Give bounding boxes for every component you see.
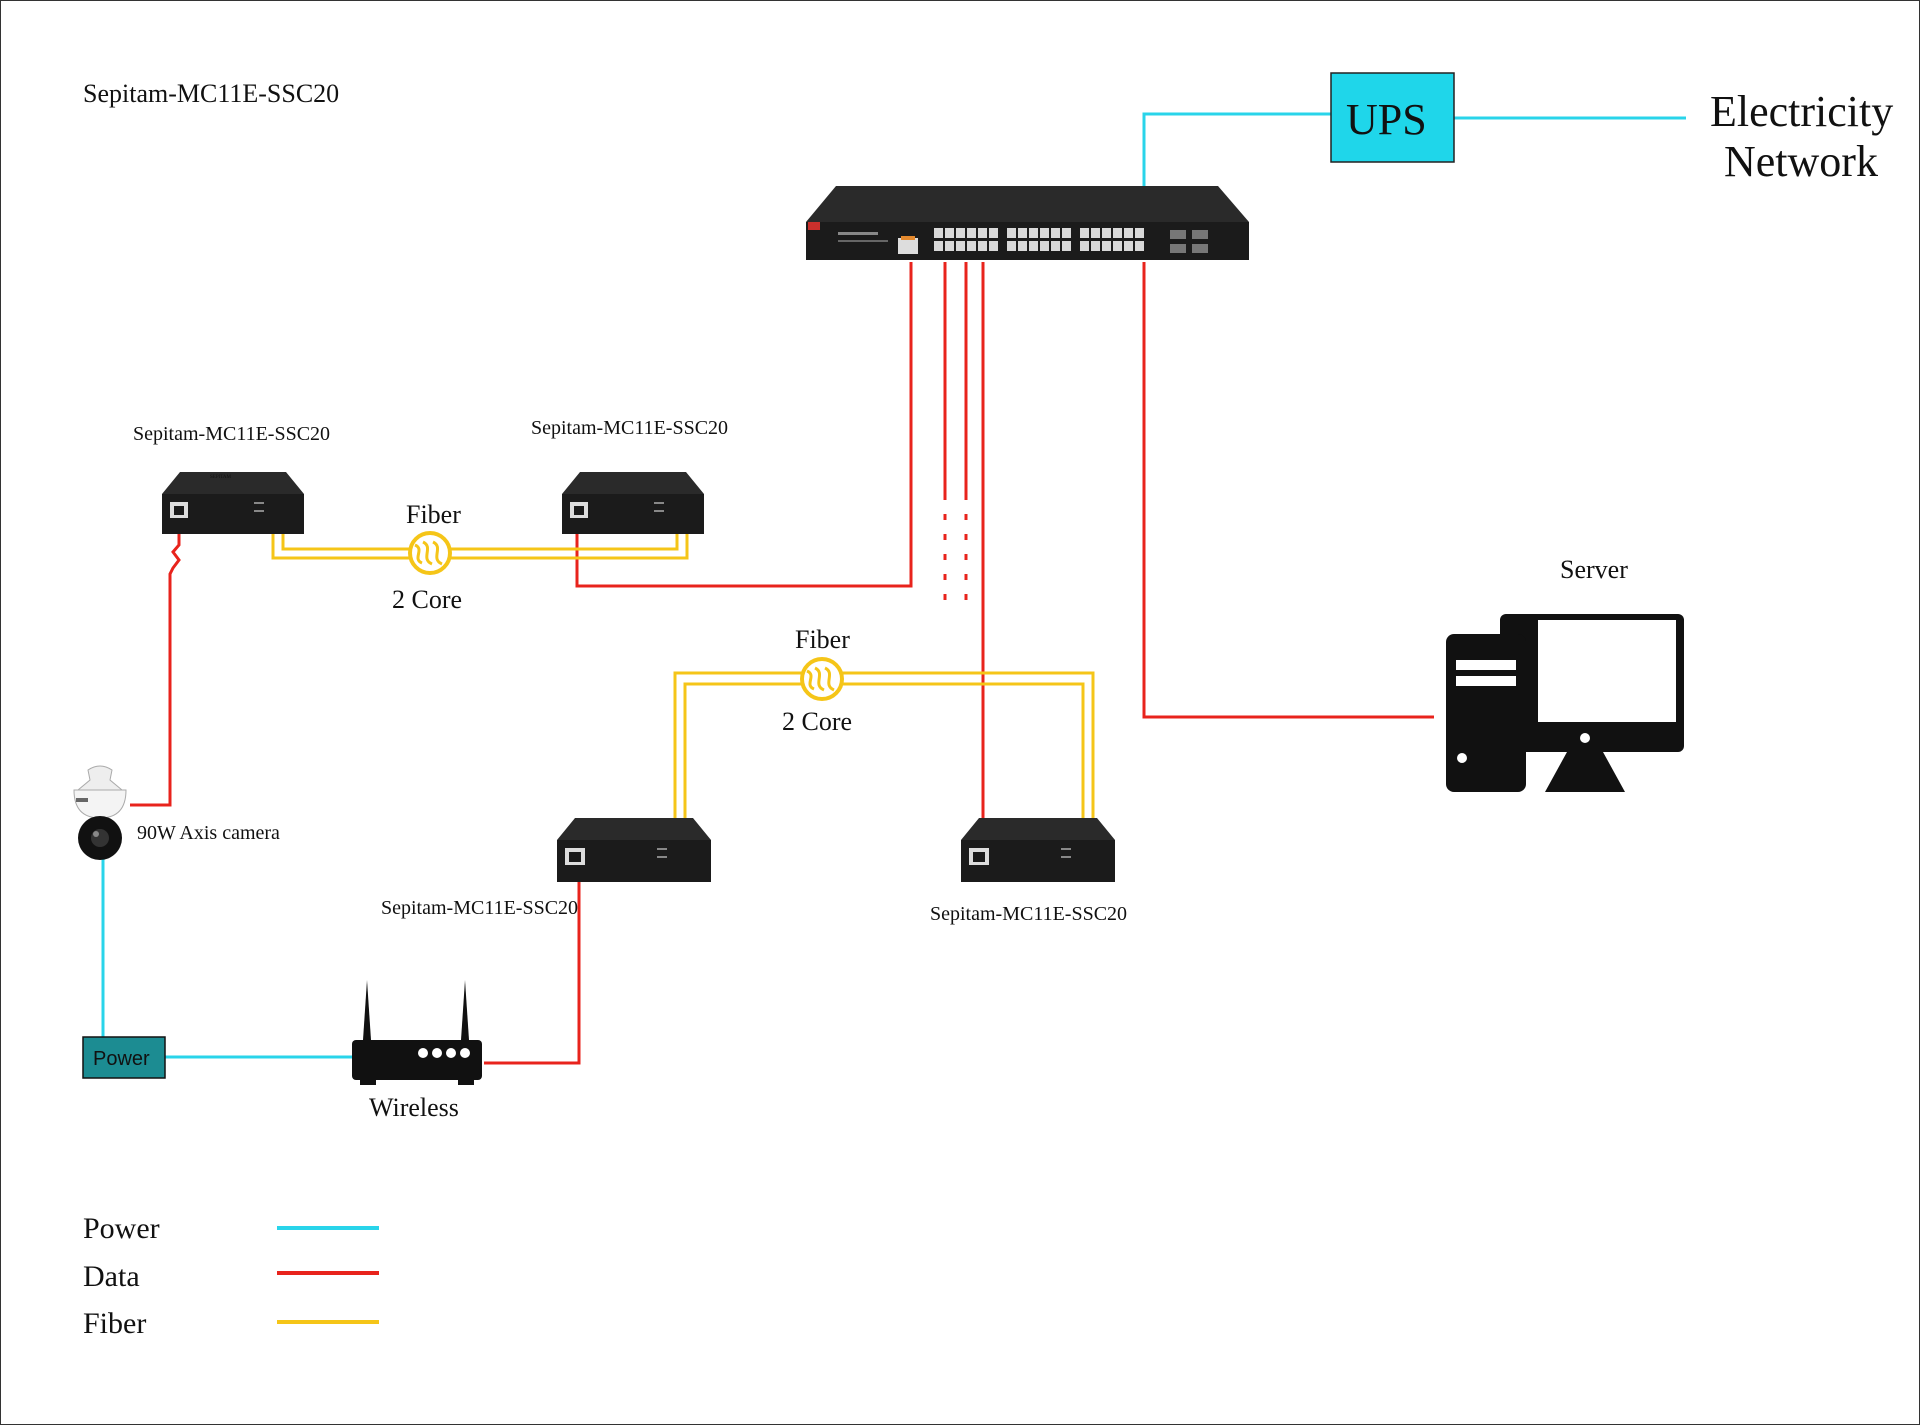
power-box-label: Power xyxy=(93,1048,150,1070)
switch-port xyxy=(978,228,987,238)
electricity-label-line2: Network xyxy=(1724,137,1878,186)
switch-port xyxy=(1091,241,1100,251)
switch-port xyxy=(1040,241,1049,251)
switch-port xyxy=(934,228,943,238)
mc-bottom-right-label: Sepitam-MC11E-SSC20 xyxy=(930,903,1127,925)
switch-port xyxy=(1040,228,1049,238)
switch-port xyxy=(1124,228,1133,238)
switch-port xyxy=(1062,241,1071,251)
ups-box xyxy=(1330,72,1455,163)
fiber-mid-label: Fiber xyxy=(795,625,850,654)
switch-port xyxy=(1051,228,1060,238)
switch-port xyxy=(1135,241,1144,251)
media-converter-icon xyxy=(562,472,704,534)
ptz-camera-icon xyxy=(73,765,127,860)
switch-sfp-port xyxy=(1192,230,1208,239)
switch-port xyxy=(945,241,954,251)
server-computer-icon xyxy=(1446,614,1684,792)
legend-label-data: Data xyxy=(83,1260,140,1293)
core-top-label: 2 Core xyxy=(392,585,462,614)
switch-port xyxy=(967,228,976,238)
media-converter-icon xyxy=(961,818,1115,882)
fiber-mid-inner xyxy=(683,682,1085,822)
switch-port xyxy=(978,241,987,251)
switch-port xyxy=(945,228,954,238)
switch-port xyxy=(1124,241,1133,251)
top-left-title: Sepitam-MC11E-SSC20 xyxy=(83,79,339,108)
fiber-coil-icon xyxy=(408,531,452,575)
media-converter-icon xyxy=(557,818,711,882)
switch-port xyxy=(967,241,976,251)
server-label: Server xyxy=(1560,555,1628,584)
data-lines xyxy=(130,262,1434,1065)
data-line-mc-top-left-camera xyxy=(130,530,181,807)
switch-port xyxy=(1051,241,1060,251)
switch-port xyxy=(1080,241,1089,251)
fiber-coil-icon xyxy=(800,657,844,701)
electricity-label-line1: Electricity xyxy=(1710,87,1893,136)
switch-port xyxy=(1113,228,1122,238)
switch-port xyxy=(1113,241,1122,251)
legend-label-power: Power xyxy=(83,1212,160,1245)
mc-top-left-label: Sepitam-MC11E-SSC20 xyxy=(133,423,330,445)
switch-port xyxy=(1007,228,1016,238)
switch-port xyxy=(1018,228,1027,238)
switch-port xyxy=(934,241,943,251)
data-line-switch-server xyxy=(1142,262,1434,719)
switch-port xyxy=(1135,228,1144,238)
power-box xyxy=(82,1036,166,1079)
power-lines xyxy=(101,112,1686,1059)
fiber-top-outer xyxy=(271,530,689,560)
data-line-mc-bottom-left-router xyxy=(484,880,581,1065)
switch-ports xyxy=(934,228,1208,253)
fiber-lines xyxy=(271,530,1095,822)
wireless-label: Wireless xyxy=(369,1093,459,1122)
camera-label: 90W Axis camera xyxy=(137,822,280,844)
mc-top-right-label: Sepitam-MC11E-SSC20 xyxy=(531,417,728,439)
switch-sfp-port xyxy=(1170,230,1186,239)
power-line-switch-ups xyxy=(1142,112,1332,186)
switch-port xyxy=(1091,228,1100,238)
switch-port xyxy=(1102,241,1111,251)
switch-port xyxy=(1102,228,1111,238)
core-mid-label: 2 Core xyxy=(782,707,852,736)
svg-text:SEPITAM: SEPITAM xyxy=(210,475,232,480)
switch-sfp-port xyxy=(1170,244,1186,253)
fiber-top-inner xyxy=(281,530,679,551)
mc-bottom-left-label: Sepitam-MC11E-SSC20 xyxy=(381,897,578,919)
switch-port xyxy=(989,228,998,238)
switch-port xyxy=(989,241,998,251)
switch-port xyxy=(1080,228,1089,238)
poe-switch-icon xyxy=(806,186,1249,260)
switch-port xyxy=(1007,241,1016,251)
switch-port xyxy=(1029,241,1038,251)
media-converter-icon: SEPITAM xyxy=(162,472,304,534)
switch-port xyxy=(956,228,965,238)
switch-port xyxy=(1029,228,1038,238)
switch-port xyxy=(956,241,965,251)
ups-label: UPS xyxy=(1346,95,1427,144)
wireless-router-icon xyxy=(352,980,482,1085)
switch-port xyxy=(1062,228,1071,238)
switch-sfp-port xyxy=(1192,244,1208,253)
switch-port xyxy=(1018,241,1027,251)
fiber-mid-outer xyxy=(673,671,1095,822)
fiber-top-label: Fiber xyxy=(406,500,461,529)
legend-label-fiber: Fiber xyxy=(83,1307,146,1340)
